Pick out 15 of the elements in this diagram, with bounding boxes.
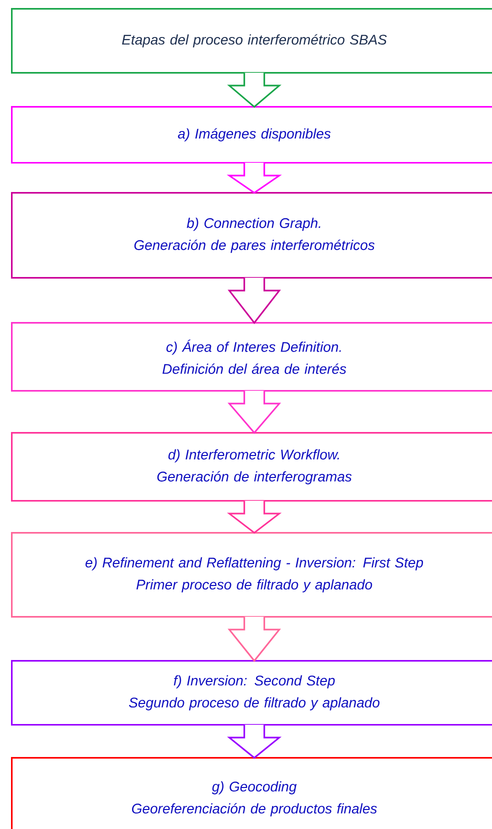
process-box: b) Connection Graph. Generación de pares interferométricos (11, 192, 492, 279)
process-box: e) Refinement and Reflattening - Inversion: First Step Primer proceso de filtrado y aplanado (11, 532, 492, 618)
block-arrow (226, 500, 282, 534)
process-box: Etapas del proceso interferométrico SBAS (11, 8, 492, 74)
block-arrow (228, 616, 281, 662)
block-arrow (228, 390, 282, 434)
process-box: f) Inversion: Second Step Segundo proceso de filtrado y aplanado (11, 660, 492, 726)
process-box: d) Interferometric Workflow. Generación de interferogramas (11, 432, 492, 502)
process-box: c) Área of Interes Definition. Definición del área de interés (11, 322, 492, 392)
process-box: g) Geocoding Georeferenciación de productos finales (11, 757, 492, 829)
block-arrow (227, 72, 282, 108)
block-arrow (228, 277, 281, 324)
block-arrow (227, 724, 282, 759)
process-box: a) Imágenes disponibles (11, 106, 492, 164)
block-arrow (226, 162, 282, 194)
